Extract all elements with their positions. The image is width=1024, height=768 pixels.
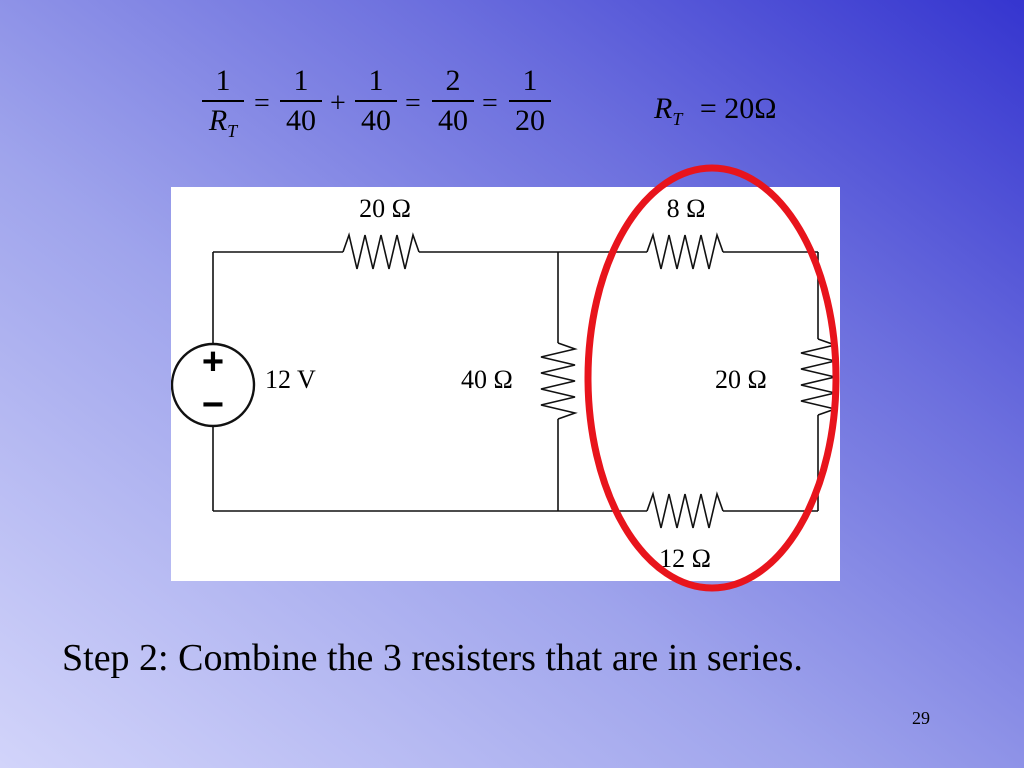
resistor-top-right — [646, 232, 724, 270]
fraction-denominator: 40 — [286, 104, 316, 137]
label-r-middle: 40 Ω — [461, 365, 513, 394]
circuit-diagram: + − 20 Ω 8 Ω 12 V 40 Ω 20 Ω 12 Ω — [171, 194, 838, 573]
result-equals: = — [699, 92, 717, 125]
minus-sign: − — [202, 384, 224, 426]
fraction-1-over-40-second: 1 40 — [351, 64, 401, 138]
fraction-1-over-20: 1 20 — [505, 64, 555, 138]
plus-sign: + — [202, 341, 224, 383]
resistor-middle — [540, 342, 578, 420]
rt-symbol: R — [208, 104, 228, 137]
resistor-bottom — [646, 491, 724, 529]
resistor-top-left — [342, 232, 420, 270]
slide-number: 29 — [912, 708, 930, 728]
result-r-symbol: R — [654, 92, 673, 125]
equals-operator: = — [254, 88, 270, 119]
fraction-bar — [509, 100, 551, 102]
fraction-bar — [355, 100, 397, 102]
equation-result: RT = 20Ω — [654, 92, 777, 130]
equals-operator: = — [482, 88, 498, 119]
fraction-denominator: RT — [198, 104, 248, 141]
fraction-bar — [280, 100, 322, 102]
voltage-source-circle — [171, 342, 256, 428]
fraction-bar — [202, 100, 244, 102]
label-r-right: 20 Ω — [715, 365, 767, 394]
plus-operator: + — [330, 88, 346, 119]
label-source-voltage: 12 V — [265, 365, 316, 394]
fraction-denominator: 40 — [361, 104, 391, 137]
fraction-2-over-40: 2 40 — [428, 64, 478, 138]
resistor-right — [800, 338, 838, 416]
fraction-numerator: 2 — [445, 64, 461, 97]
fraction-bar — [432, 100, 474, 102]
result-value: 20Ω — [724, 92, 777, 125]
fraction-numerator: 1 — [215, 64, 231, 97]
fraction-numerator: 1 — [293, 64, 309, 97]
slide-caption: Step 2: Combine the 3 resisters that are… — [62, 637, 803, 679]
rt-subscript: T — [227, 121, 238, 141]
fraction-denominator: 40 — [438, 104, 468, 137]
equals-operator: = — [405, 88, 421, 119]
label-r-top-right: 8 Ω — [667, 194, 706, 223]
fraction-1-over-rt: 1 RT — [198, 64, 248, 141]
label-r-top-left: 20 Ω — [359, 194, 411, 223]
result-r-subscript: T — [672, 109, 683, 129]
circuit-diagram-panel: + − 20 Ω 8 Ω 12 V 40 Ω 20 Ω 12 Ω — [171, 187, 840, 581]
label-r-bottom: 12 Ω — [659, 544, 711, 573]
fraction-numerator: 1 — [522, 64, 538, 97]
fraction-1-over-40: 1 40 — [276, 64, 326, 138]
fraction-numerator: 1 — [368, 64, 384, 97]
fraction-denominator: 20 — [515, 104, 545, 137]
